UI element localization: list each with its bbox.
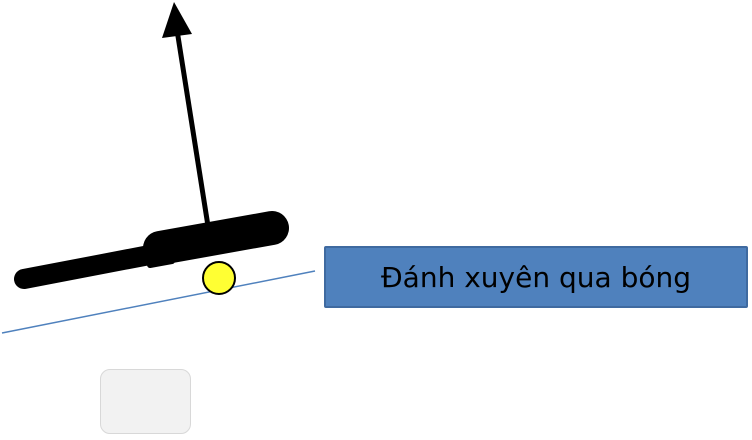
direction-arrow-icon (162, 2, 211, 227)
paddle-icon (14, 211, 289, 289)
trajectory-line (1, 270, 316, 334)
shot-label-box: Đánh xuyên qua bóng (324, 246, 748, 308)
shot-label-text: Đánh xuyên qua bóng (380, 260, 691, 294)
ball-icon (202, 261, 236, 295)
placeholder-box (100, 369, 191, 434)
